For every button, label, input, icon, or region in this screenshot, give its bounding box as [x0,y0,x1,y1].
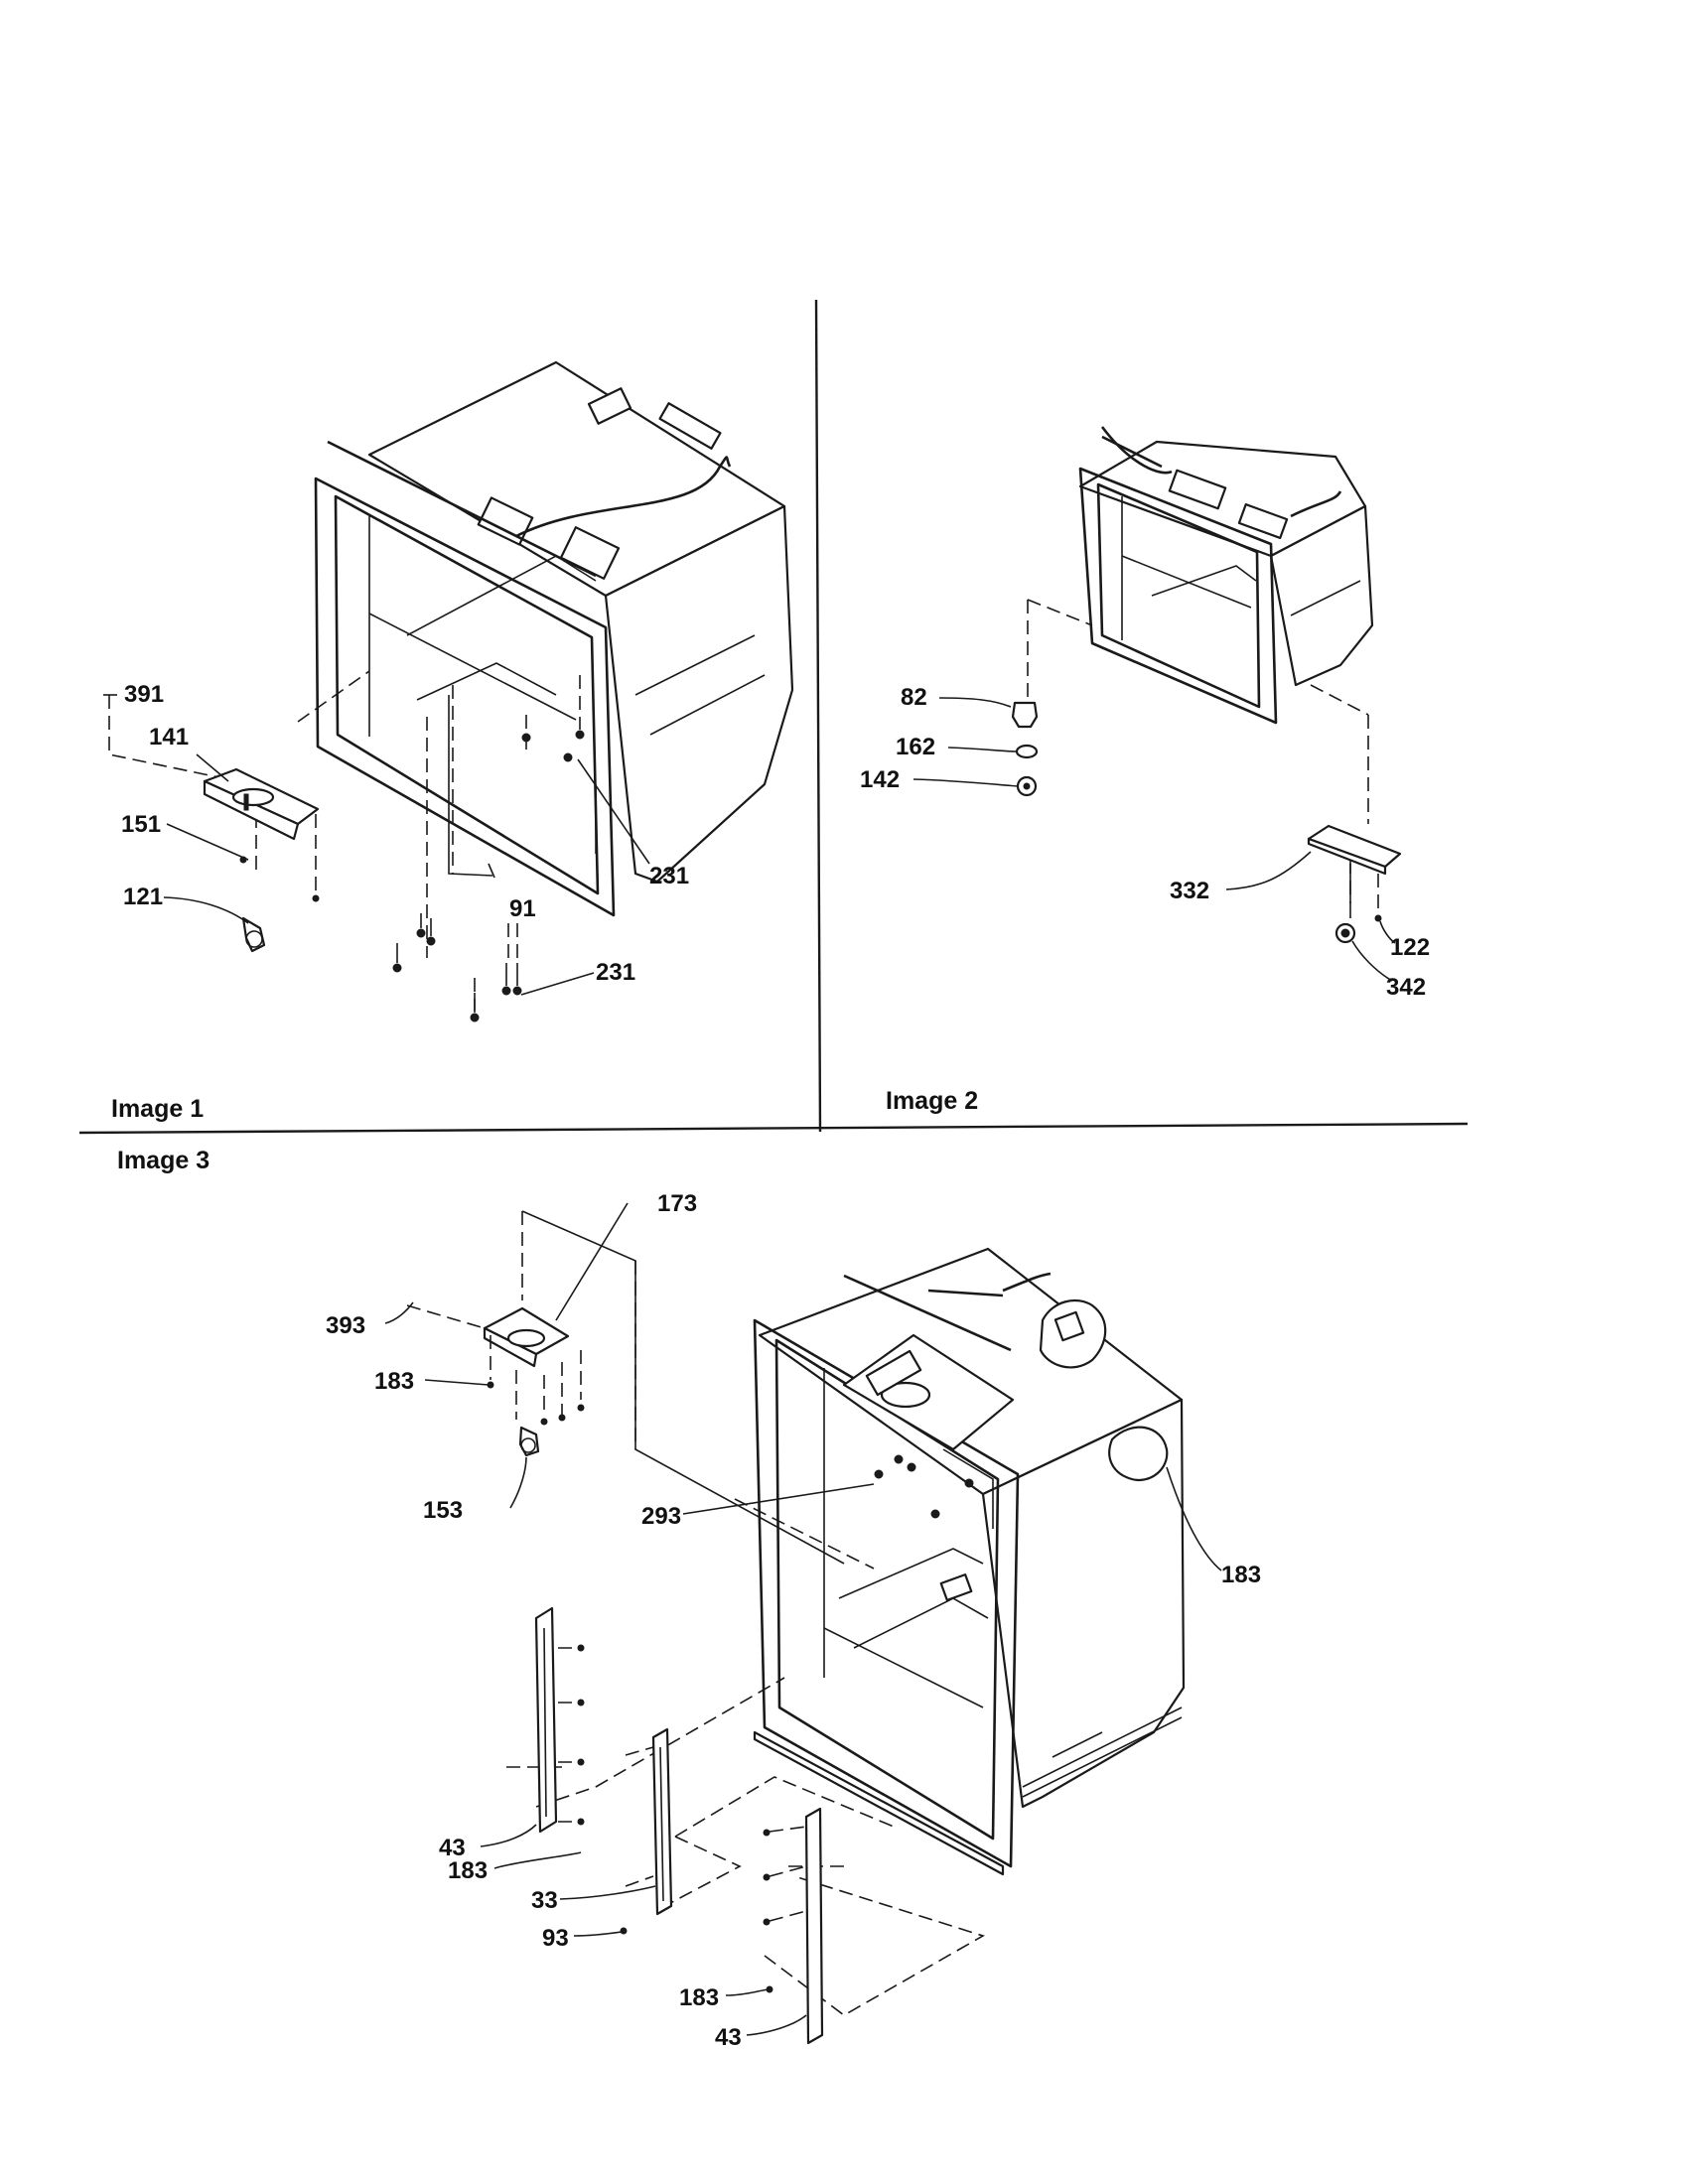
image1-screws [239,730,585,1023]
image2-labels: 82 162 142 332 122 342 [860,684,1430,1001]
rail-43-left [534,1606,585,1834]
callout-391: 391 [124,681,164,708]
caption-image-1: Image 1 [111,1095,204,1123]
caption-image-2: Image 2 [886,1087,978,1115]
callout-121: 121 [123,884,163,910]
callout-141: 141 [149,724,189,751]
horizontal-divider [78,1122,1469,1135]
callout-342: 342 [1386,974,1426,1001]
callout-183-rail: 183 [448,1857,488,1884]
vertical-divider [814,299,822,1133]
image1-cabinet [314,360,794,917]
callout-231-upper: 231 [649,863,689,889]
callout-82: 82 [901,684,927,711]
image2-leaders [912,697,1396,982]
image1-fastener-lines [103,670,581,1011]
callout-183-bracket: 183 [374,1368,414,1395]
callout-393: 393 [326,1312,365,1339]
image1-leaders [163,753,650,996]
rail-33 [620,1727,673,1935]
callout-142: 142 [860,766,900,793]
bulb-153 [518,1426,540,1457]
callout-122: 122 [1390,934,1430,961]
callout-162: 162 [896,734,935,760]
image3-labels: 173 393 183 153 293 183 43 183 33 93 183… [326,1190,1261,2051]
image1-labels: 391 141 151 121 91 231 231 [121,681,689,986]
rail-43-right [763,1807,824,2045]
image3-rails [534,1606,824,2045]
callout-153: 153 [423,1497,463,1524]
callout-33: 33 [531,1887,558,1914]
callout-231-lower: 231 [596,959,635,986]
callout-183-cabinet: 183 [1221,1562,1261,1588]
callout-91: 91 [509,895,536,922]
callout-332: 332 [1170,878,1209,904]
image3-leaders [384,1202,1222,2036]
callout-151: 151 [121,811,161,838]
image3-hidden-lines [406,1210,985,2016]
bulb-121 [241,916,266,953]
caption-image-3: Image 3 [117,1147,210,1174]
image3-cabinet [753,1247,1186,1876]
callout-43-right: 43 [715,2024,742,2051]
image2-cabinet [1078,426,1374,725]
callout-173: 173 [657,1190,697,1217]
callout-183-lower: 183 [679,1984,719,2011]
image1-bracket [203,767,320,953]
callout-293: 293 [641,1503,681,1530]
panel-captions: Image 1 Image 2 Image 3 [111,1087,978,1174]
callout-93: 93 [542,1925,569,1952]
image3-bracket [483,1306,585,1457]
image2-fasteners [1011,599,1402,944]
callout-43-left: 43 [439,1835,466,1861]
